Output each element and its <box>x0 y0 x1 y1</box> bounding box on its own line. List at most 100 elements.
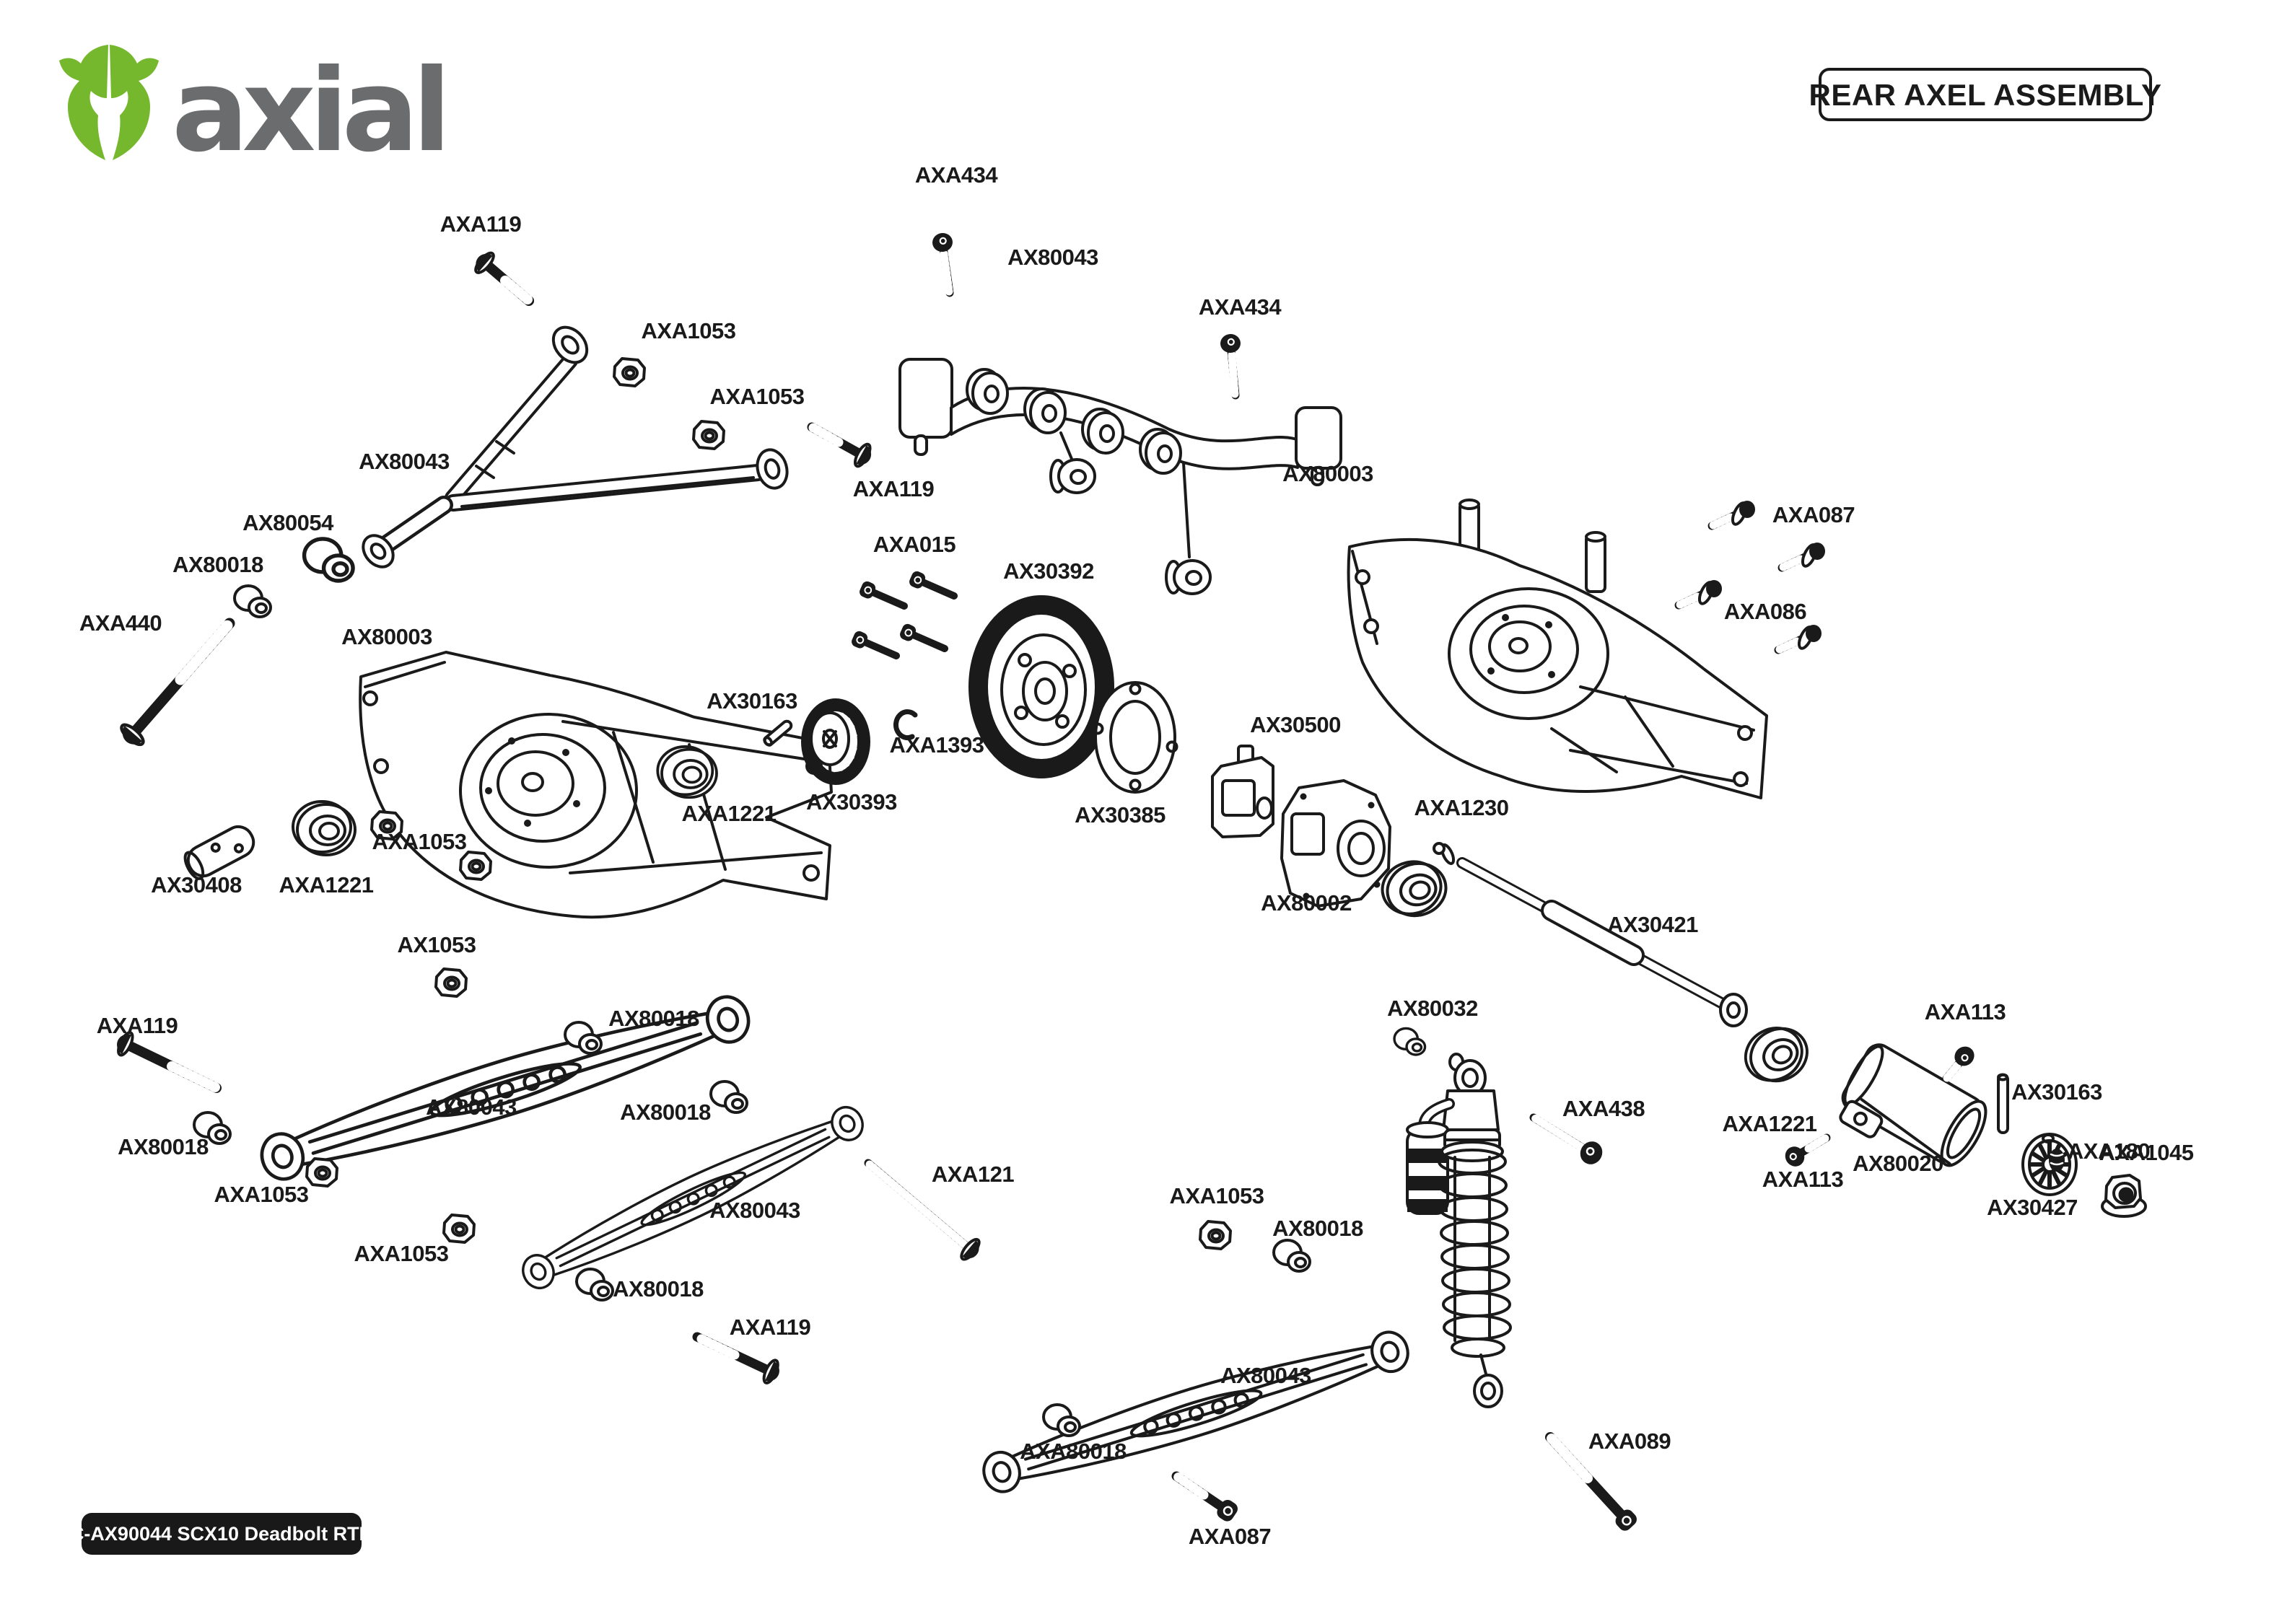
part-label-ax80018: AX80018 <box>1272 1216 1363 1241</box>
part-label-ax80043: AX80043 <box>359 449 450 474</box>
part-label-axa015: AXA015 <box>873 532 955 557</box>
bushing <box>1393 1027 1427 1056</box>
bolt-axa086 <box>1778 625 1822 650</box>
part-label-axa80018: AXA80018 <box>1020 1439 1127 1464</box>
part-label-ax80018: AX80018 <box>620 1100 711 1125</box>
screw-axa015 <box>897 621 948 652</box>
part-label-ax80018: AX80018 <box>608 1006 699 1031</box>
part-label-ax80054: AX80054 <box>242 510 334 535</box>
part-label-axa1230: AXA1230 <box>1414 795 1509 820</box>
axial-logo: axial <box>59 45 451 177</box>
driveshaft <box>1433 842 1748 1027</box>
part-label-ax30163: AX30163 <box>707 688 797 714</box>
brand-wordmark: axial <box>172 45 445 177</box>
brace-hanging-eye <box>1165 559 1212 595</box>
part-label-ax80003: AX80003 <box>1282 461 1373 486</box>
screw-axa434 <box>930 231 955 297</box>
part-label-ax80003: AX80003 <box>341 624 432 649</box>
locknut <box>442 1213 476 1244</box>
axle-housing-left <box>359 651 833 919</box>
bolt-axa087 <box>1712 501 1755 526</box>
bushing <box>305 539 354 581</box>
coil-spring <box>1438 1149 1512 1340</box>
bushing <box>1272 1239 1311 1273</box>
part-label-axa180: AXA180 <box>2068 1138 2150 1164</box>
part-label-axa1045: AXA1045 <box>2099 1140 2194 1165</box>
pinion-gear <box>801 698 870 785</box>
bolt-axa086 <box>1679 580 1722 605</box>
part-label-axa087: AXA087 <box>1189 1524 1271 1549</box>
tube-spacer <box>183 825 255 880</box>
part-label-ax30393: AX30393 <box>806 789 897 815</box>
part-label-ax80043: AX80043 <box>1007 245 1098 270</box>
screw-axa119 <box>113 1030 222 1093</box>
diff-case <box>1211 745 1274 838</box>
part-label-ax1053: AX1053 <box>397 932 476 957</box>
footer-kit-label: C-AX90044 SCX10 Deadbolt RTR <box>70 1513 373 1555</box>
part-label-axa1053: AXA1053 <box>372 829 467 854</box>
ring-gear <box>968 595 1114 778</box>
part-label-axa113: AXA113 <box>1762 1167 1844 1192</box>
upper-v-arms <box>362 325 789 569</box>
screw-axa087 <box>1171 1471 1241 1525</box>
part-label-ax80002: AX80002 <box>1261 890 1352 916</box>
part-label-ax30427: AX30427 <box>1987 1195 2078 1220</box>
locknut <box>305 1157 338 1188</box>
brace-hanging-eye <box>1049 458 1096 494</box>
part-label-axa438: AXA438 <box>1562 1096 1645 1121</box>
locknut <box>1199 1220 1232 1250</box>
part-label-axa119: AXA119 <box>97 1013 178 1038</box>
screw-axa438 <box>1529 1113 1608 1169</box>
screw-axa121 <box>864 1159 987 1266</box>
part-label-axa119: AXA119 <box>730 1314 811 1340</box>
part-label-ax80043: AX80043 <box>709 1198 800 1223</box>
part-label-ax80043: AX80043 <box>426 1094 517 1120</box>
diff-gasket <box>1091 681 1178 794</box>
screw-axa119 <box>692 1332 785 1388</box>
bearing <box>292 800 357 856</box>
part-label-axa119: AXA119 <box>440 211 522 237</box>
part-label-axa1221: AXA1221 <box>682 801 777 826</box>
diff-locker-cup <box>1280 779 1391 908</box>
dowel-pin <box>1997 1073 2009 1134</box>
part-label-axa1053: AXA1053 <box>354 1241 449 1266</box>
screw-axa113 <box>1780 1133 1831 1171</box>
title-box: REAR AXEL ASSEMBLY <box>1809 68 2161 121</box>
brace-boss <box>1081 408 1124 455</box>
part-label-axa434: AXA434 <box>1199 294 1282 320</box>
part-labels-layer: AXA119AXA1053AXA1053AX80043AXA434AX80043… <box>79 162 2194 1549</box>
part-label-ax30385: AX30385 <box>1075 802 1166 828</box>
screw-axa119 <box>468 246 534 306</box>
part-label-ax80032: AX80032 <box>1387 996 1478 1021</box>
flange-locknut <box>2101 1174 2147 1218</box>
set-screw <box>2049 1149 2065 1172</box>
bushing <box>709 1080 748 1114</box>
brace-boss <box>1023 387 1067 434</box>
lower-link <box>515 1097 871 1298</box>
screw-axa434 <box>1218 332 1243 400</box>
part-label-axa113: AXA113 <box>1925 999 2006 1024</box>
part-label-axa1221: AXA1221 <box>1723 1111 1817 1136</box>
part-label-axa1393: AXA1393 <box>890 732 984 758</box>
axle-lockout <box>1839 1043 1987 1167</box>
bearing <box>656 745 718 799</box>
screw-axa119 <box>807 422 878 472</box>
axial-logo-icon <box>59 45 159 160</box>
screw-axa015 <box>849 628 900 659</box>
part-label-ax80018: AX80018 <box>118 1134 209 1159</box>
part-label-axa1053: AXA1053 <box>710 384 805 409</box>
screw-axa015 <box>857 579 908 610</box>
part-label-axa121: AXA121 <box>932 1162 1014 1187</box>
part-label-axa119: AXA119 <box>853 476 935 501</box>
locknut <box>692 420 725 450</box>
part-label-axa1053: AXA1053 <box>642 318 736 343</box>
part-label-axa089: AXA089 <box>1588 1428 1671 1454</box>
bushing <box>1042 1403 1081 1437</box>
screw-axa089 <box>1545 1432 1640 1535</box>
dowel-pin <box>763 719 793 747</box>
locknut <box>434 967 468 998</box>
screw-axa015 <box>906 569 958 600</box>
bolt-axa087 <box>1782 543 1825 568</box>
locknut <box>613 357 646 387</box>
bushing <box>233 584 272 618</box>
